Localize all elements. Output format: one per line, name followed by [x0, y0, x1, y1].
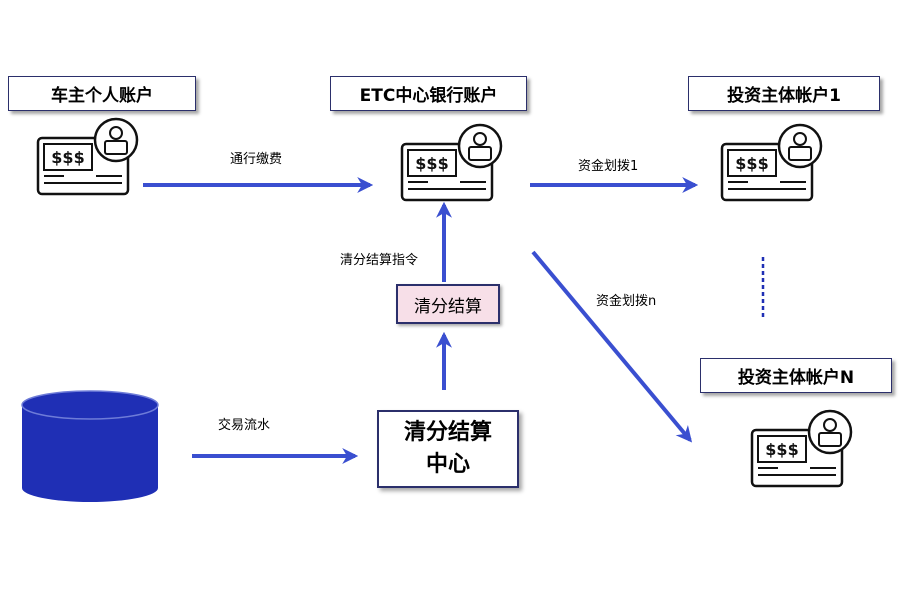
clearing-box: 清分结算	[396, 284, 500, 324]
etc-account-title: ETC中心银行账户	[330, 76, 527, 111]
transaction-flow-label: 交易流水	[218, 418, 271, 433]
etc-account-card-icon: $$$	[400, 123, 503, 202]
database-icon	[21, 390, 159, 502]
investor-account-n-card-icon: $$$	[750, 409, 853, 488]
clearing-instruction-label: 清分结算指令	[340, 253, 419, 268]
card-dollar-text: $$$	[735, 154, 768, 173]
clearing-center-box: 清分结算 中心	[377, 410, 519, 488]
card-dollar-text: $$$	[765, 440, 798, 459]
owner-account-card-icon: $$$	[36, 117, 139, 196]
investor-account-1-title: 投资主体帐户1	[688, 76, 880, 111]
toll-payment-label: 通行缴费	[230, 152, 283, 167]
transfer-1-label: 资金划拨1	[578, 159, 639, 174]
arrow-transfer-n	[531, 250, 693, 443]
investor-account-n-title: 投资主体帐户N	[700, 358, 892, 393]
transfer-n-label: 资金划拨n	[596, 294, 657, 309]
clearing-center-line1: 清分结算	[403, 420, 492, 445]
card-dollar-text: $$$	[51, 148, 84, 167]
clearing-center-line2: 中心	[425, 452, 470, 477]
investor-account-1-card-icon: $$$	[720, 123, 823, 202]
card-dollar-text: $$$	[415, 154, 448, 173]
owner-account-title: 车主个人账户	[8, 76, 196, 111]
